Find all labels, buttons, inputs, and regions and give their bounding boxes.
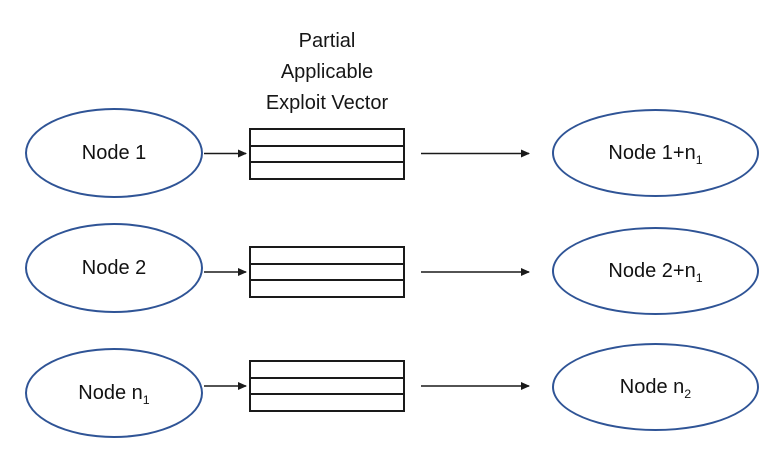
node-label: Node n1 xyxy=(78,381,150,407)
node-label: Node 2 xyxy=(81,256,147,279)
exploit-vector-row xyxy=(251,376,403,394)
node-ellipse-target-2: Node 2+n1 xyxy=(552,227,759,315)
exploit-vector-row xyxy=(251,362,403,377)
title-line-1: Partial xyxy=(298,30,356,52)
node-ellipse-source-2: Node 2 xyxy=(25,223,203,313)
exploit-vector-row xyxy=(251,279,403,296)
node-label: Node 1+n1 xyxy=(608,141,703,167)
node-label-subscript: 2 xyxy=(684,386,692,401)
exploit-vector-row xyxy=(251,161,403,178)
exploit-vector-box-3 xyxy=(249,360,405,412)
exploit-vector-box-2 xyxy=(249,246,405,298)
exploit-vector-row xyxy=(251,130,403,145)
exploit-vector-row xyxy=(251,262,403,280)
node-ellipse-source-3: Node n1 xyxy=(25,348,203,438)
node-label: Node 1 xyxy=(81,141,147,164)
node-label: Node n2 xyxy=(619,375,692,401)
node-label-subscript: 1 xyxy=(695,270,703,285)
node-label: Node 2+n1 xyxy=(608,259,703,285)
title-line-3: Exploit Vector xyxy=(265,92,389,114)
title-line-2: Applicable xyxy=(280,61,374,83)
node-ellipse-target-1: Node 1+n1 xyxy=(552,109,759,197)
node-label-subscript: 1 xyxy=(695,152,703,167)
exploit-vector-row xyxy=(251,144,403,162)
node-ellipse-target-3: Node n2 xyxy=(552,343,759,431)
exploit-vector-row xyxy=(251,248,403,263)
exploit-vector-box-1 xyxy=(249,128,405,180)
diagram-title: Partial Applicable Exploit Vector xyxy=(237,26,417,119)
node-ellipse-source-1: Node 1 xyxy=(25,108,203,198)
node-label-subscript: 1 xyxy=(142,392,150,407)
exploit-vector-row xyxy=(251,393,403,410)
